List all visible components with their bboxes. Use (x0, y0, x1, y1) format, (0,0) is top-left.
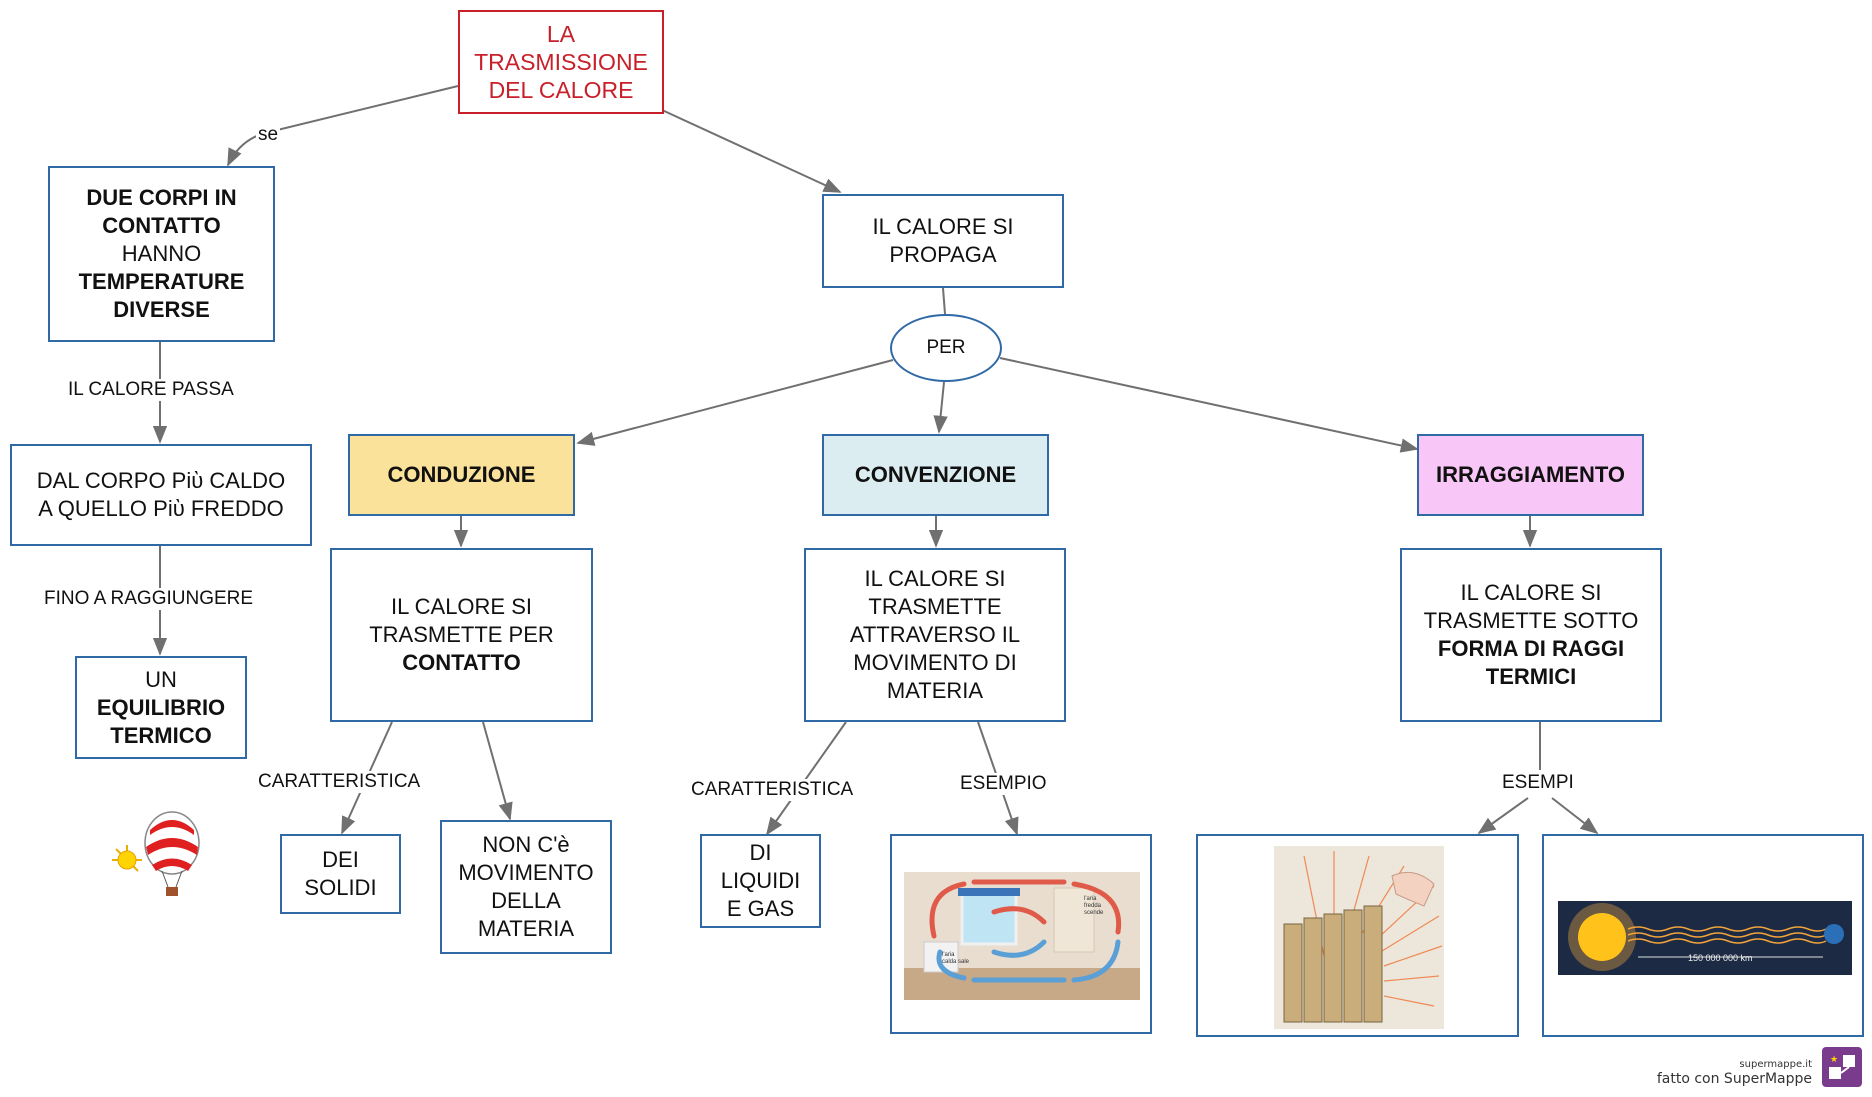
node-dal-corpo[interactable]: DAL CORPO Piὺ CALDO A QUELLO Piὺ FREDDO (10, 444, 312, 546)
edge-esempi-sun (1551, 797, 1599, 835)
liquidi-line-3: E GAS (726, 896, 795, 921)
node-raggi[interactable]: IL CALORE SI TRASMETTE SOTTO FORMA DI RA… (1400, 548, 1662, 722)
room-caption-2: calda sale (942, 959, 970, 965)
liquidi-line-1: DI (749, 840, 772, 865)
liquidi-line-2: LIQUIDI (720, 868, 801, 893)
sun-earth-distance: 150 000 000 km (1688, 953, 1753, 963)
non-movimento-line-4: MATERIA (477, 916, 575, 941)
radiator-image (1274, 846, 1444, 1029)
conduzione-label: CONDUZIONE (387, 462, 536, 487)
per-contatto-line-1: IL CALORE SI (390, 594, 532, 619)
node-per[interactable]: PER (890, 314, 1002, 382)
propaga-line-1: IL CALORE SI (872, 214, 1014, 239)
non-movimento-line-3: DELLA (491, 888, 561, 913)
propaga-line-2: PROPAGA (889, 242, 997, 267)
raggi-line-4: TERMICI (1485, 664, 1577, 689)
supermappe-logo-icon[interactable]: ★ (1822, 1047, 1862, 1087)
room-caption-5: scende (1084, 910, 1104, 916)
edge-esempi-radiator (1477, 797, 1529, 835)
due-corpi-line-1: DUE CORPI IN (86, 185, 237, 210)
edge-movimento-liquidi (765, 721, 847, 836)
room-caption-4: fredda (1084, 903, 1102, 909)
movimento-line-5: MATERIA (886, 678, 984, 703)
per-label: PER (926, 337, 966, 358)
room-caption-3: l'aria (1084, 896, 1097, 902)
node-solidi[interactable]: DEI SOLIDI (280, 834, 401, 914)
equilibrio-line-3: TERMICO (110, 722, 212, 748)
room-convection-image: l'aria calda sale l'aria fredda scende (904, 872, 1140, 1000)
due-corpi-line-2: CONTATTO (102, 213, 221, 238)
footer-small-text: supermappe.it (1739, 1059, 1812, 1070)
convenzione-label: CONVENZIONE (854, 462, 1017, 487)
dal-corpo-line-2: A QUELLO Piὺ FREDDO (38, 496, 284, 521)
title-node[interactable]: LA TRASMISSIONE DEL CALORE (458, 10, 664, 114)
due-corpi-line-3: HANNO (121, 241, 202, 266)
node-liquidi[interactable]: DI LIQUIDI E GAS (700, 834, 821, 928)
image-box-radiator[interactable] (1196, 834, 1519, 1037)
solidi-line-2: SOLIDI (304, 875, 377, 900)
movimento-line-4: MOVIMENTO DI (853, 650, 1017, 675)
edge-per-irraggiamento (999, 357, 1419, 453)
node-propaga[interactable]: IL CALORE SI PROPAGA (822, 194, 1064, 288)
svg-text:★: ★ (1830, 1054, 1838, 1064)
edge-per-conduzione (576, 359, 894, 446)
node-convenzione[interactable]: CONVENZIONE (822, 434, 1049, 516)
raggi-line-1: IL CALORE SI (1460, 580, 1602, 605)
dal-corpo-line-1: DAL CORPO Piὺ CALDO (36, 468, 286, 493)
label-fino-a-raggiungere: FINO A RAGGIUNGERE (42, 588, 256, 610)
footer-text: fatto con SuperMappe (1656, 1071, 1812, 1087)
movimento-line-2: TRASMETTE (868, 594, 1002, 619)
non-movimento-line-1: NON C'è (482, 832, 570, 857)
edge-propaga-per (942, 287, 946, 315)
per-contatto-line-2: TRASMETTE PER (369, 622, 554, 647)
title-line-2: TRASMISSIONE (474, 49, 648, 75)
node-irraggiamento[interactable]: IRRAGGIAMENTO (1417, 434, 1644, 516)
label-caratteristica-convenzione: CARATTERISTICA (689, 779, 856, 801)
movimento-line-1: IL CALORE SI (864, 566, 1006, 591)
label-caratteristica-conduzione: CARATTERISTICA (256, 771, 423, 793)
image-box-sun-earth[interactable]: 150 000 000 km (1542, 834, 1864, 1037)
balloon-icon (112, 811, 200, 896)
node-per-contatto[interactable]: IL CALORE SI TRASMETTE PER CONTATTO (330, 548, 593, 722)
per-contatto-line-3: CONTATTO (402, 650, 521, 675)
sun-earth-image: 150 000 000 km (1558, 901, 1852, 975)
label-esempi: ESEMPI (1500, 772, 1576, 794)
raggi-line-3: FORMA DI RAGGI (1437, 636, 1625, 661)
raggi-line-2: TRASMETTE SOTTO (1423, 608, 1639, 633)
edge-title-propaga (661, 109, 842, 193)
edge-per-convenzione (933, 381, 948, 434)
edge-contatto-non-movimento (482, 721, 513, 821)
solidi-line-1: DEI (322, 847, 359, 872)
room-caption-1: l'aria (942, 952, 955, 958)
title-line-1: LA (546, 21, 576, 47)
equilibrio-line-2: EQUILIBRIO (96, 694, 226, 720)
due-corpi-line-4: TEMPERATURE (78, 269, 245, 294)
node-conduzione[interactable]: CONDUZIONE (348, 434, 575, 516)
non-movimento-line-2: MOVIMENTO (458, 860, 594, 885)
image-box-convection[interactable]: l'aria calda sale l'aria fredda scende (890, 834, 1152, 1034)
irraggiamento-label: IRRAGGIAMENTO (1435, 462, 1626, 487)
label-il-calore-passa: IL CALORE PASSA (66, 379, 236, 401)
due-corpi-line-5: DIVERSE (113, 297, 210, 322)
equilibrio-line-1: UN (145, 666, 177, 692)
label-esempio: ESEMPIO (958, 773, 1049, 795)
node-non-movimento[interactable]: NON C'è MOVIMENTO DELLA MATERIA (440, 820, 612, 954)
movimento-line-3: ATTRAVERSO IL (849, 622, 1021, 647)
label-se: se (256, 124, 281, 146)
node-movimento[interactable]: IL CALORE SI TRASMETTE ATTRAVERSO IL MOV… (804, 548, 1066, 722)
node-equilibrio[interactable]: UN EQUILIBRIO TERMICO (75, 656, 247, 759)
title-line-3: DEL CALORE (488, 77, 634, 103)
node-due-corpi[interactable]: DUE CORPI IN CONTATTO HANNO TEMPERATURE … (48, 166, 275, 342)
